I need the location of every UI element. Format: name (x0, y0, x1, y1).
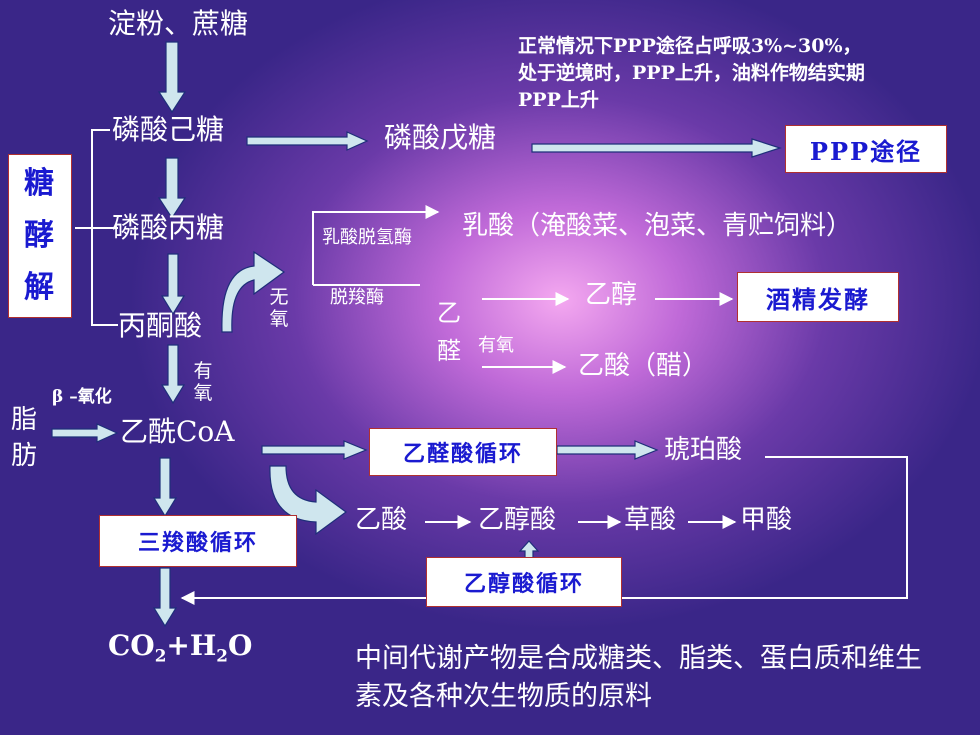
arrow-acetylcoa-to-tca (152, 457, 178, 518)
arrow-starch-to-hexose (157, 41, 187, 114)
arrow-acetylcoa-to-glyoxylate (261, 440, 368, 460)
label-beta-oxidation: β –氧化 (52, 387, 112, 407)
node-formic-acid: 甲酸 (740, 505, 793, 535)
label-aerobic-acetaldehyde: 有氧 (478, 335, 514, 356)
node-acetic-acid: 乙酸 (355, 505, 408, 535)
node-starch-sucrose: 淀粉、蔗糖 (108, 7, 249, 40)
arrow-fat-to-acetylcoa (51, 423, 119, 443)
node-triose-phosphate: 磷酸丙糖 (112, 211, 225, 244)
node-succinic-acid: 琥珀酸 (664, 435, 743, 465)
node-acetaldehyde: 乙醛 (437, 299, 461, 365)
arrow-glyoxylate-to-succinate (556, 440, 659, 460)
node-fat: 脂肪 (10, 405, 37, 471)
node-acetic-acid-vinegar: 乙酸（醋） (578, 351, 709, 381)
node-oxalic-acid: 草酸 (624, 505, 677, 535)
arrow-tca-to-co2 (152, 567, 178, 628)
label-lactate-dehydrogenase: 乳酸脱氢酶 (322, 227, 412, 248)
footer-note: 中间代谢产物是合成糖类、脂类、蛋白质和维生素及各种次生物质的原料 (355, 643, 922, 712)
label-aerobic-pyruvate: 有氧 (193, 360, 213, 404)
pyruvate-branch (312, 205, 440, 285)
arrow-hexose-to-triose (157, 157, 187, 220)
label-anaerobic: 无氧 (269, 286, 289, 330)
arrow-hexose-to-pentose (246, 131, 369, 151)
node-pentose-phosphate: 磷酸戊糖 (384, 121, 497, 154)
arrow-pyruvate-to-acetylcoa (160, 344, 186, 405)
arrow-triose-to-pyruvate (160, 253, 186, 316)
arrow-pentose-to-ppp (531, 138, 782, 158)
node-pyruvate: 丙酮酸 (118, 309, 203, 342)
node-acetyl-coa: 乙酰CoA (120, 415, 235, 448)
box-alcohol-fermentation: 酒精发酵 (737, 272, 899, 322)
box-tca-cycle: 三羧酸循环 (99, 515, 297, 567)
node-hexose-phosphate: 磷酸己糖 (112, 113, 225, 146)
box-glycolate-cycle: 乙醇酸循环 (426, 557, 622, 607)
node-lactic-acid: 乳酸（淹酸菜、泡菜、青贮饲料） (462, 211, 853, 241)
ppp-note: 正常情况下PPP途径占呼吸3%~30%，处于逆境时，PPP上升，油料作物结实期P… (518, 35, 865, 111)
box-ppp: PPP途径 (785, 125, 947, 173)
arrow-pyruvate-anaerobic (221, 250, 286, 333)
node-glycolic-acid: 乙醇酸 (478, 505, 557, 535)
box-glycolysis: 糖酵解 (8, 154, 72, 318)
node-ethanol: 乙醇 (585, 280, 638, 310)
label-decarboxylase: 脱羧酶 (330, 287, 384, 308)
node-co2-h2o: CO2+H2O (108, 629, 253, 666)
box-glyoxylate-cycle: 乙醛酸循环 (369, 428, 557, 476)
arrow-acetylcoa-to-acetic (269, 465, 348, 536)
